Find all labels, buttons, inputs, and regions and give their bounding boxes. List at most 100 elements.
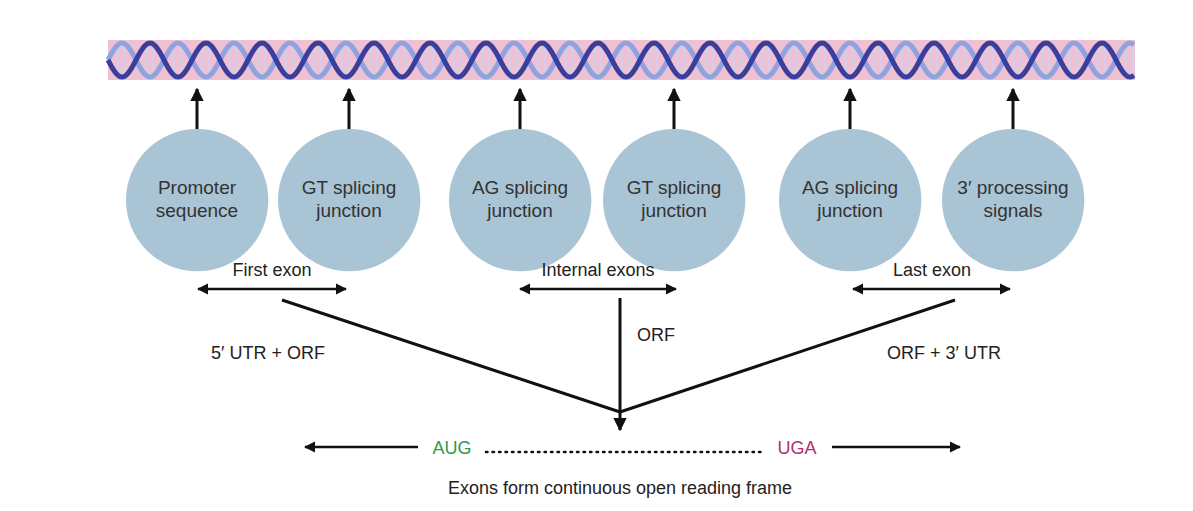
circle-outline	[126, 129, 268, 271]
helix-rung	[236, 44, 238, 76]
helix-rung	[740, 44, 742, 76]
helix-rung	[124, 44, 126, 76]
helix-rung	[908, 44, 910, 76]
text-label: Internal exons	[541, 260, 654, 281]
merge-line	[282, 300, 620, 412]
helix-rung	[341, 45, 343, 76]
helix-rung	[208, 44, 210, 76]
helix-rung	[1020, 44, 1022, 76]
helix-rung	[460, 44, 462, 76]
helix-rung	[1069, 45, 1071, 76]
dna-helix	[108, 43, 1134, 77]
helix-strand	[108, 43, 1134, 77]
helix-rung	[929, 45, 931, 76]
helix-rung	[509, 45, 511, 76]
frame-arrow-right	[832, 446, 960, 449]
circle-outline	[779, 129, 921, 271]
helix-rung	[901, 45, 903, 76]
helix-rung	[796, 44, 798, 76]
helix-rung	[705, 45, 707, 76]
helix-rung	[537, 45, 539, 76]
helix-rung	[285, 45, 287, 76]
helix-rung	[425, 45, 427, 76]
helix-rung	[600, 44, 602, 76]
helix-rung	[845, 45, 847, 76]
helix-rung	[481, 45, 483, 76]
helix-rung	[453, 45, 455, 76]
helix-rung	[292, 44, 294, 76]
junction-circle: AG splicing junction	[449, 129, 591, 271]
helix-rung	[313, 45, 315, 76]
circle-outline	[942, 129, 1084, 271]
helix-rung	[628, 44, 630, 76]
helix-rung	[964, 44, 966, 76]
merge-lines	[282, 298, 955, 430]
junction-circle: 3′ processing signals	[942, 129, 1084, 271]
circle-label: AG splicing junction	[460, 177, 580, 223]
helix-rung	[516, 44, 518, 76]
helix-rung	[684, 44, 686, 76]
text-label: ORF + 3′ UTR	[887, 343, 1001, 364]
helix-rung	[180, 44, 182, 76]
text-label: ORF	[637, 325, 675, 346]
text-label: 5′ UTR + ORF	[211, 343, 325, 364]
helix-rung	[397, 45, 399, 76]
helix-rung	[264, 44, 266, 76]
helix-rung	[369, 45, 371, 76]
helix-rung	[544, 44, 546, 76]
helix-rung	[1132, 44, 1134, 76]
circle-label: GT splicing junction	[614, 177, 734, 223]
helix-rung	[572, 44, 574, 76]
helix-rung	[992, 44, 994, 76]
helix-rung	[852, 44, 854, 76]
span-arrow	[198, 288, 346, 291]
helix-rung	[880, 44, 882, 76]
helix-rung	[1125, 45, 1127, 76]
helix-rung	[117, 45, 119, 76]
helix-rung	[649, 45, 651, 76]
text-label: Exons form continuous open reading frame	[448, 478, 792, 499]
helix-rung	[677, 45, 679, 76]
junction-circle: AG splicing junction	[779, 129, 921, 271]
helix-rung	[1076, 44, 1078, 76]
junction-circle: GT splicing junction	[278, 129, 420, 271]
helix-rung	[565, 45, 567, 76]
helix-rung	[1041, 45, 1043, 76]
helix-rung	[1104, 44, 1106, 76]
circle-outline	[603, 129, 745, 271]
helix-rung	[656, 44, 658, 76]
helix-rung	[936, 44, 938, 76]
frame-arrow-left	[305, 446, 418, 449]
helix-rung	[712, 44, 714, 76]
helix-rung	[173, 45, 175, 76]
text-label: AUG	[432, 438, 471, 459]
junction-circle: GT splicing junction	[603, 129, 745, 271]
helix-rung	[320, 44, 322, 76]
helix-rung	[1048, 44, 1050, 76]
helix-rung	[817, 45, 819, 76]
helix-rung	[761, 45, 763, 76]
helix-rung	[621, 45, 623, 76]
pointer-arrow	[1012, 89, 1015, 133]
helix-rung	[733, 45, 735, 76]
helix-rung	[404, 44, 406, 76]
helix-rung	[229, 45, 231, 76]
dotted-frame	[486, 451, 764, 454]
helix-rung	[257, 45, 259, 76]
text-label: Last exon	[893, 260, 971, 281]
pointer-arrow	[196, 89, 199, 133]
helix-strand	[108, 43, 1134, 77]
pointer-arrows	[197, 89, 1013, 133]
helix-rung	[789, 45, 791, 76]
pointer-arrow	[519, 89, 522, 133]
helix-rung	[145, 45, 147, 76]
span-arrows	[198, 288, 1010, 291]
helix-rung	[768, 44, 770, 76]
helix-rung	[152, 44, 154, 76]
text-label: First exon	[232, 260, 311, 281]
circle-label: GT splicing junction	[289, 177, 409, 223]
merge-arrow	[619, 298, 622, 430]
circle-outline	[278, 129, 420, 271]
span-arrow	[853, 288, 1010, 291]
helix-rung	[201, 45, 203, 76]
